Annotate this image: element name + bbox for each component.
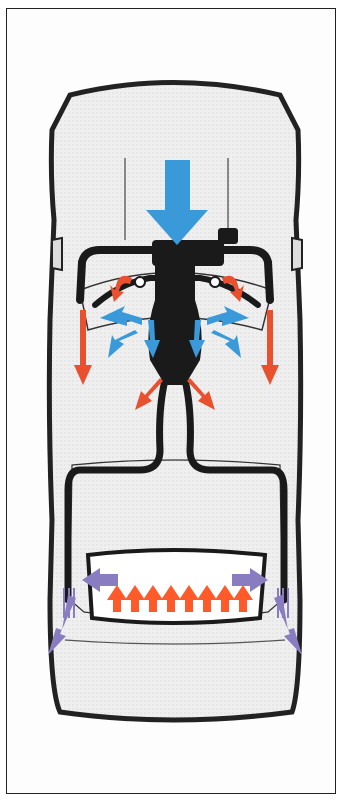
rear-window [88,550,265,623]
blower-cap [218,228,238,244]
distributor-body [148,262,201,385]
right-vent-nozzle [210,277,220,287]
right-mirror [292,238,302,270]
left-vent-nozzle [135,277,145,287]
left-mirror [52,238,62,270]
